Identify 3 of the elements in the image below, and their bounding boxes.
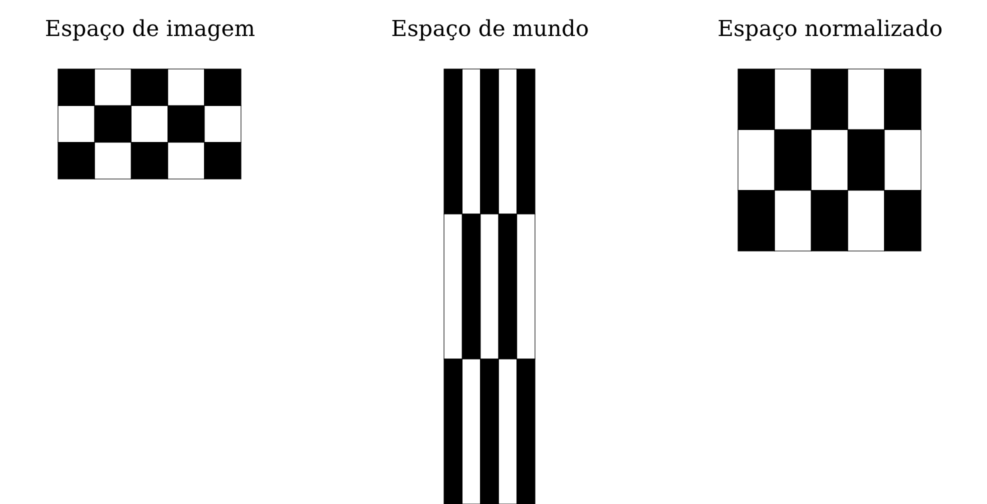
panel-title: Espaço de mundo <box>391 16 589 44</box>
panel-title: Espaço normalizado <box>717 16 943 44</box>
panel-title: Espaço de imagem <box>44 16 256 44</box>
